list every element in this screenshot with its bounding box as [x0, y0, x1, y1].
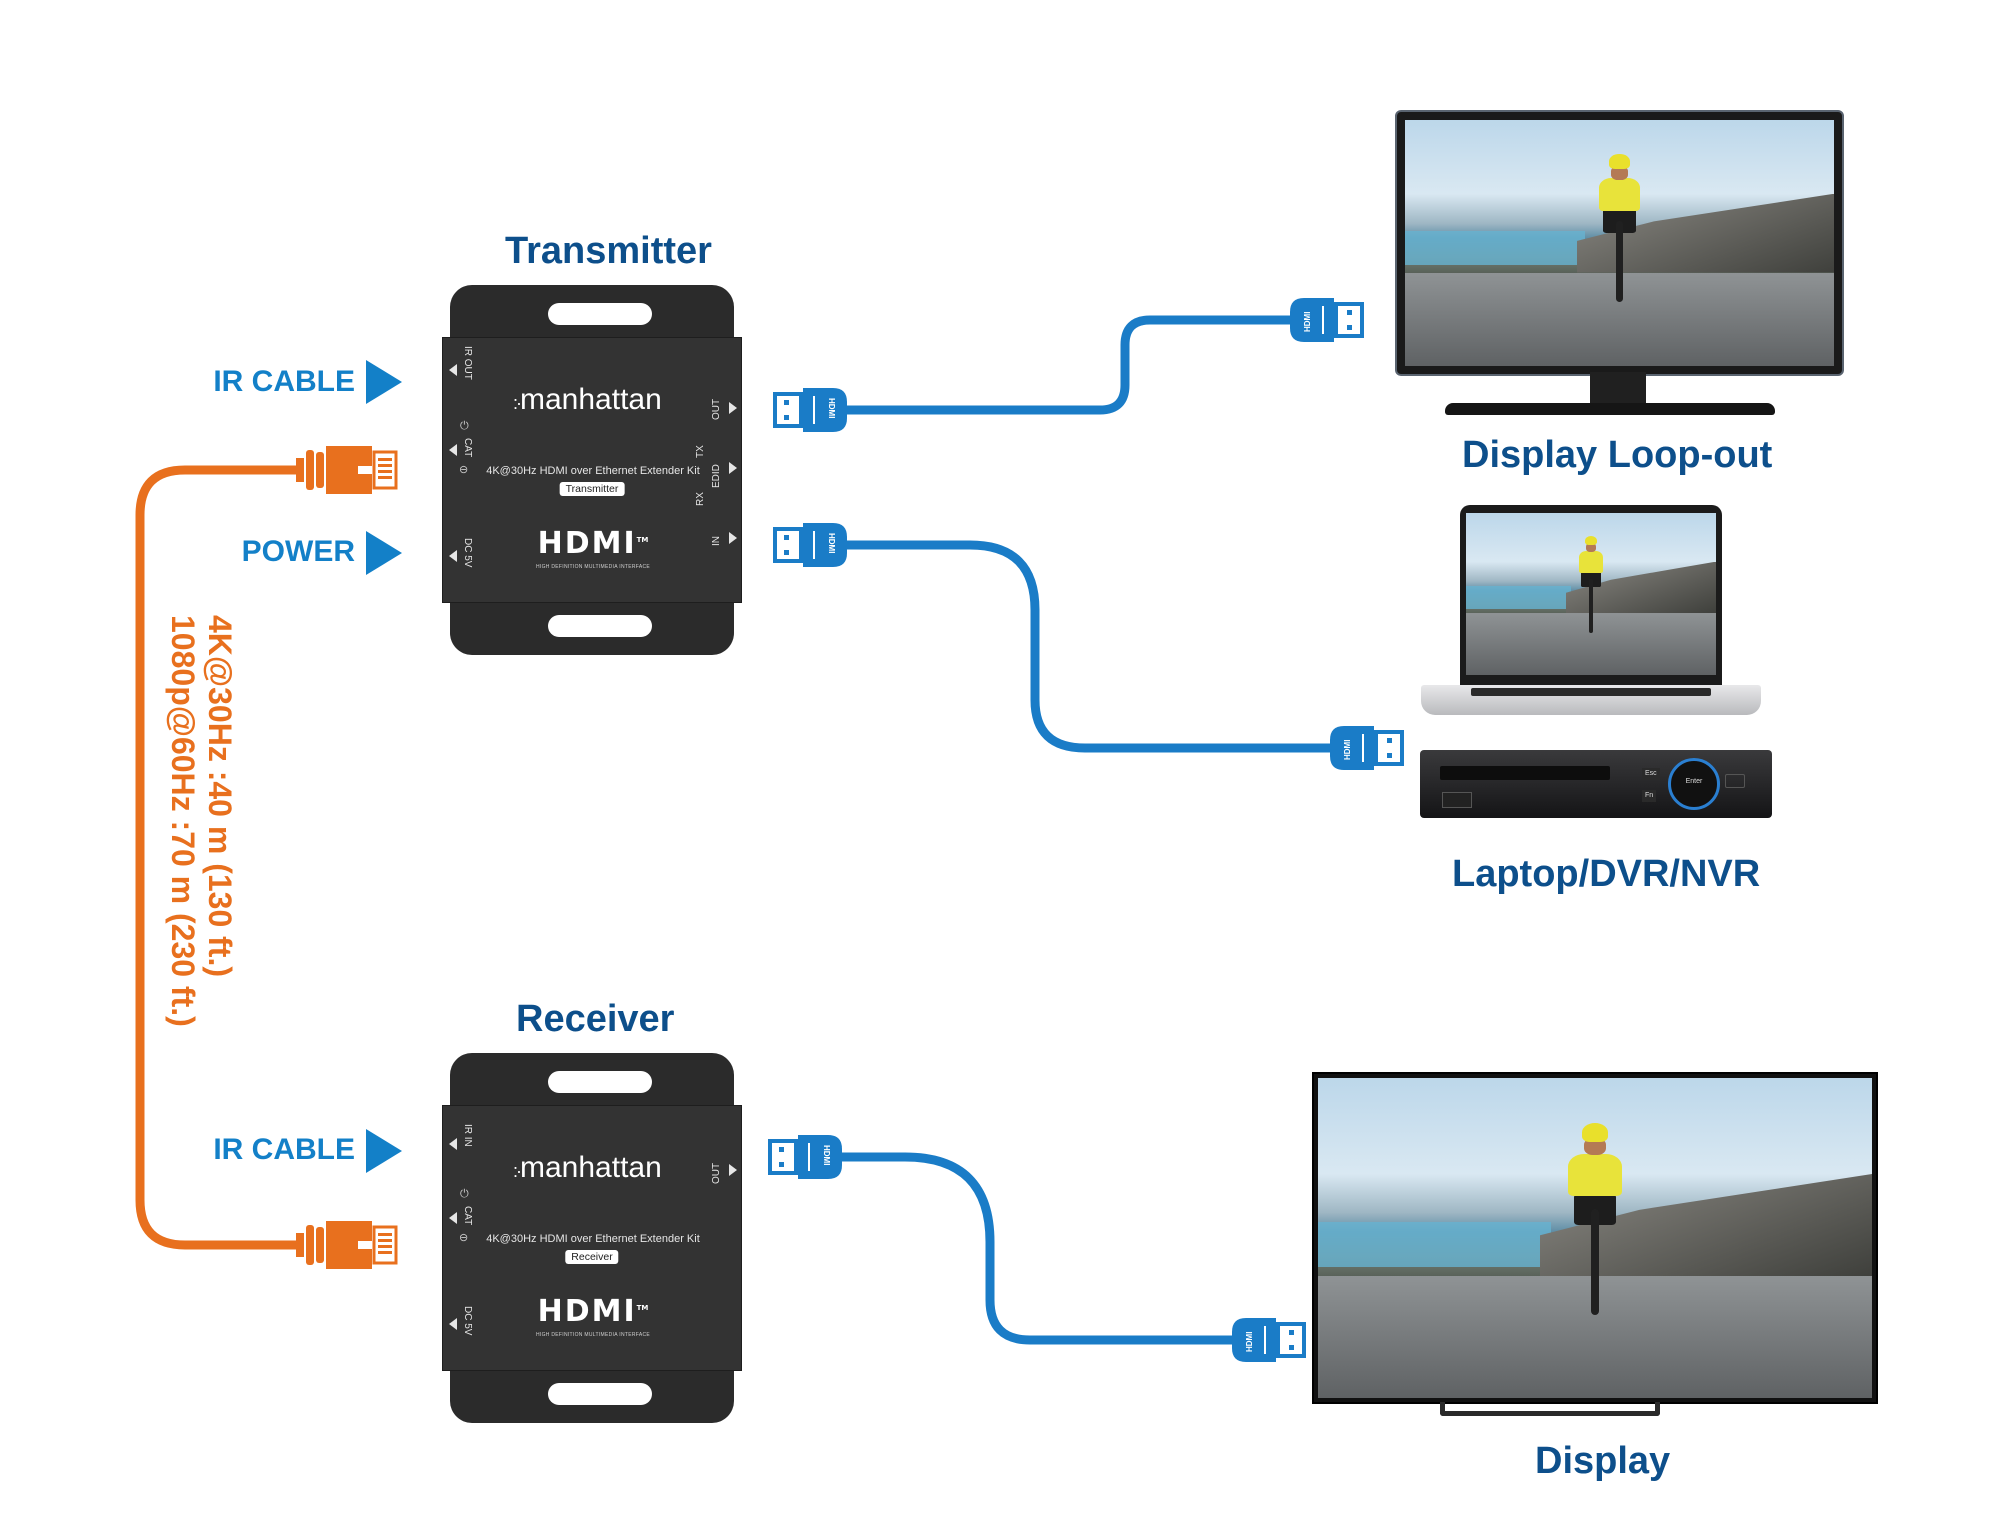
- port-out: OUT: [711, 1162, 722, 1184]
- port-arrow-ir-out: [449, 364, 457, 376]
- distance-line-1080p: 1080p@60Hz :70 m (230 ft.): [165, 615, 202, 1027]
- port-ir-in: IR IN: [462, 1124, 473, 1147]
- port-arrow-ir-in: [449, 1138, 457, 1150]
- port-arrow-dc: [449, 550, 457, 562]
- cyclist-image: [1576, 535, 1606, 633]
- laptop: [1460, 505, 1722, 685]
- laptop-screen-image: [1466, 513, 1716, 675]
- dvr-enter-button[interactable]: Enter: [1685, 778, 1703, 785]
- brand-logo: :·manhattan: [513, 1151, 662, 1184]
- port-dc-5v: DC 5V: [462, 538, 473, 568]
- port-arrow-edid: [729, 462, 737, 474]
- loopout-label: Display Loop-out: [1462, 434, 1773, 476]
- port-in: IN: [711, 536, 722, 546]
- ir-cable-label-tx: IR CABLE: [213, 365, 355, 398]
- hdmi-connector-label: HDMI: [1245, 1332, 1254, 1352]
- rj45-connector-tx: [296, 446, 398, 494]
- brand-logo: :·manhattan: [513, 383, 662, 416]
- laptop-keyboard: [1471, 688, 1711, 696]
- device-badge: Transmitter: [559, 482, 625, 496]
- kit-label: 4K@30Hz HDMI over Ethernet Extender Kit: [486, 465, 700, 477]
- port-cat: CAT: [462, 1206, 473, 1226]
- port-edid: EDID: [711, 464, 722, 488]
- hdmi-connector-source: HDMI: [1330, 726, 1404, 770]
- monitor-screen-image: [1405, 120, 1834, 366]
- port-arrow-out: [729, 402, 737, 414]
- port-dc-5v: DC 5V: [462, 1306, 473, 1336]
- distance-line-4k: 4K@30Hz :40 m (130 ft.): [202, 615, 238, 977]
- power-led-icon: ⏻: [460, 420, 469, 432]
- dvr-fn-button[interactable]: Fn: [1642, 790, 1657, 802]
- edid-switch-tx[interactable]: TX: [695, 445, 706, 458]
- device-badge: Receiver: [565, 1250, 619, 1264]
- transmitter-device: :·manhattan 4K@30Hz HDMI over Ethernet E…: [442, 285, 742, 655]
- port-ir-out: IR OUT: [462, 346, 473, 380]
- hdmi-connector-loopout: HDMI: [1290, 298, 1364, 342]
- ir-cable-arrow-tx: [366, 360, 402, 404]
- hdmi-logo-subtitle: HIGH DEFINITION MULTIMEDIA INTERFACE: [535, 1332, 651, 1338]
- hdmi-connector-tx-out: HDMI: [773, 388, 847, 432]
- ir-cable-arrow-rx: [366, 1129, 402, 1173]
- display-label: Display: [1535, 1440, 1671, 1482]
- port-cat: CAT: [462, 438, 473, 458]
- transmitter-title: Transmitter: [505, 230, 712, 272]
- port-arrow-cat: [449, 444, 457, 456]
- cyclist-image: [1562, 1122, 1628, 1315]
- loopout-monitor: [1395, 110, 1844, 376]
- ir-cable-label-rx: IR CABLE: [213, 1133, 355, 1166]
- hdmi-cable-source: [840, 540, 1340, 753]
- laptop-base: [1421, 685, 1761, 715]
- display-tv: [1312, 1072, 1878, 1404]
- dvr-display-panel: [1440, 766, 1610, 780]
- hdmi-connector-label: HDMI: [1343, 740, 1352, 760]
- hdmi-connector-label: HDMI: [827, 533, 836, 553]
- hdmi-connector-label: HDMI: [1303, 312, 1312, 332]
- dvr-esc-button[interactable]: Esc: [1642, 768, 1660, 780]
- cat-cable: [135, 465, 300, 1250]
- tv-screen-image: [1318, 1078, 1872, 1398]
- dvr-usb-port: [1442, 792, 1472, 808]
- edid-switch-rx[interactable]: RX: [695, 492, 706, 506]
- monitor-stand-base: [1445, 403, 1775, 415]
- source-label: Laptop/DVR/NVR: [1452, 853, 1761, 895]
- dvr-nav-ring[interactable]: Enter: [1668, 758, 1720, 810]
- port-arrow-dc: [449, 1318, 457, 1330]
- tv-stand: [1440, 1402, 1660, 1416]
- hdmi-logo-subtitle: HIGH DEFINITION MULTIMEDIA INTERFACE: [535, 564, 651, 570]
- power-led-icon: ⏻: [460, 1188, 469, 1200]
- hdmi-connector-display: HDMI: [1232, 1318, 1306, 1362]
- rj45-connector-rx: [296, 1221, 398, 1269]
- dvr-device: Esc Fn Enter: [1420, 750, 1772, 818]
- hdmi-cable-display: [835, 1152, 1240, 1345]
- port-out: OUT: [711, 398, 722, 420]
- hdmi-connector-label: HDMI: [827, 398, 836, 418]
- receiver-title: Receiver: [516, 998, 675, 1040]
- device-body: :·manhattan 4K@30Hz HDMI over Ethernet E…: [442, 337, 742, 603]
- distance-label: 4K@30Hz :40 m (130 ft.) 1080p@60Hz :70 m…: [164, 615, 238, 1027]
- dvr-ir-window: [1725, 774, 1745, 788]
- hdmi-logo: HDMITM: [537, 526, 649, 561]
- hdmi-logo: HDMITM: [537, 1294, 649, 1329]
- link-led-icon: ⊖: [459, 464, 469, 476]
- hdmi-connector-rx-out: HDMI: [768, 1135, 842, 1179]
- hdmi-connector-label: HDMI: [822, 1145, 831, 1165]
- device-body: :·manhattan 4K@30Hz HDMI over Ethernet E…: [442, 1105, 742, 1371]
- hdmi-connector-tx-in: HDMI: [773, 523, 847, 567]
- cyclist-image: [1594, 154, 1645, 303]
- receiver-device: :·manhattan 4K@30Hz HDMI over Ethernet E…: [442, 1053, 742, 1423]
- port-arrow-cat: [449, 1212, 457, 1224]
- link-led-icon: ⊖: [459, 1232, 469, 1244]
- power-label: POWER: [241, 535, 355, 568]
- power-arrow: [366, 531, 402, 575]
- kit-label: 4K@30Hz HDMI over Ethernet Extender Kit: [486, 1233, 700, 1245]
- port-arrow-out: [729, 1164, 737, 1176]
- port-arrow-in: [729, 532, 737, 544]
- hdmi-cable-loopout: [840, 315, 1300, 415]
